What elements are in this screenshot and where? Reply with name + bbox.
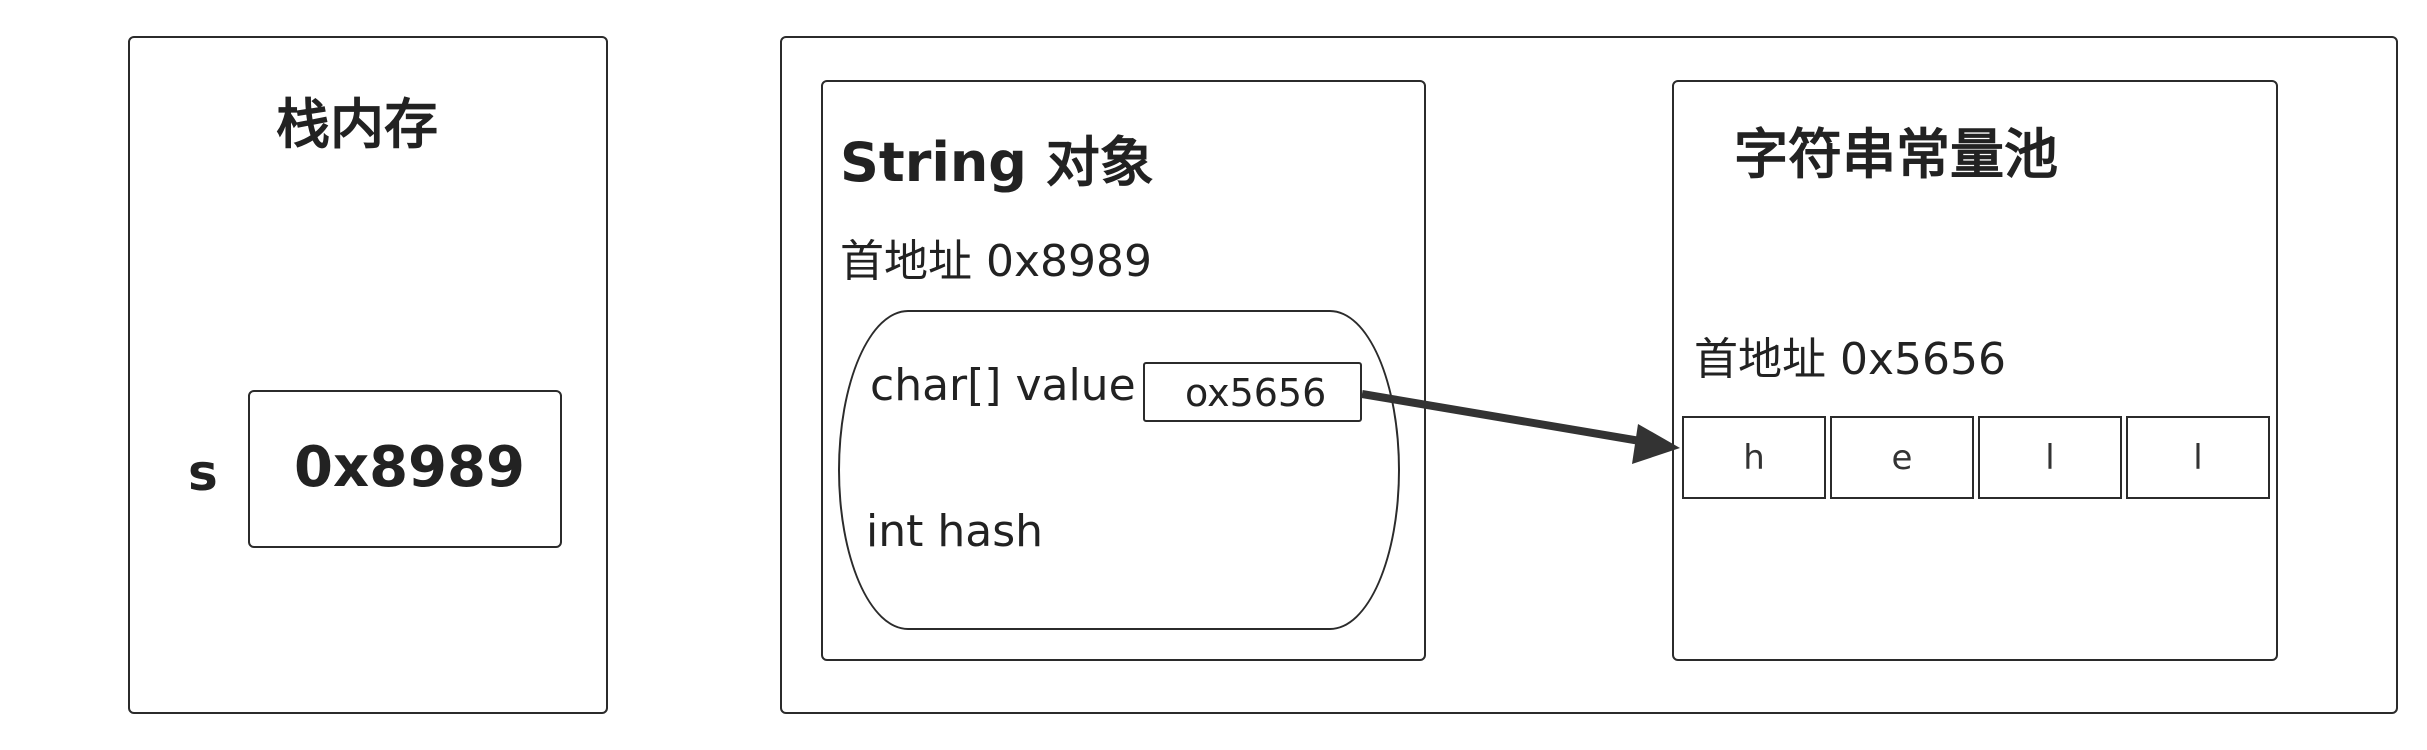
char-array-value: ox5656 [1185,371,1327,415]
hash-field-label: int hash [866,506,1044,557]
char-cell: e [1830,416,1974,499]
variable-label: s [188,444,218,502]
string-constant-pool-panel [1672,80,2278,661]
char-array-value-box [1143,362,1362,422]
string-object-address: 首地址 0x8989 [840,236,1152,287]
char-array-cells: h e l l [1682,416,2270,499]
reference-box [248,390,562,548]
char-cell: h [1682,416,1826,499]
reference-value: 0x8989 [294,435,525,500]
stack-memory-panel [128,36,608,714]
char-cell: l [1978,416,2122,499]
arrow-head-icon [1632,424,1680,464]
string-pool-title: 字符串常量池 [1734,123,2058,186]
string-pool-address: 首地址 0x5656 [1694,334,2006,385]
arrow-line [1361,390,1647,446]
char-cell: l [2126,416,2270,499]
char-array-field-label: char[] value [870,360,1136,411]
string-object-title: String 对象 [840,131,1154,194]
stack-title: 栈内存 [276,93,438,156]
